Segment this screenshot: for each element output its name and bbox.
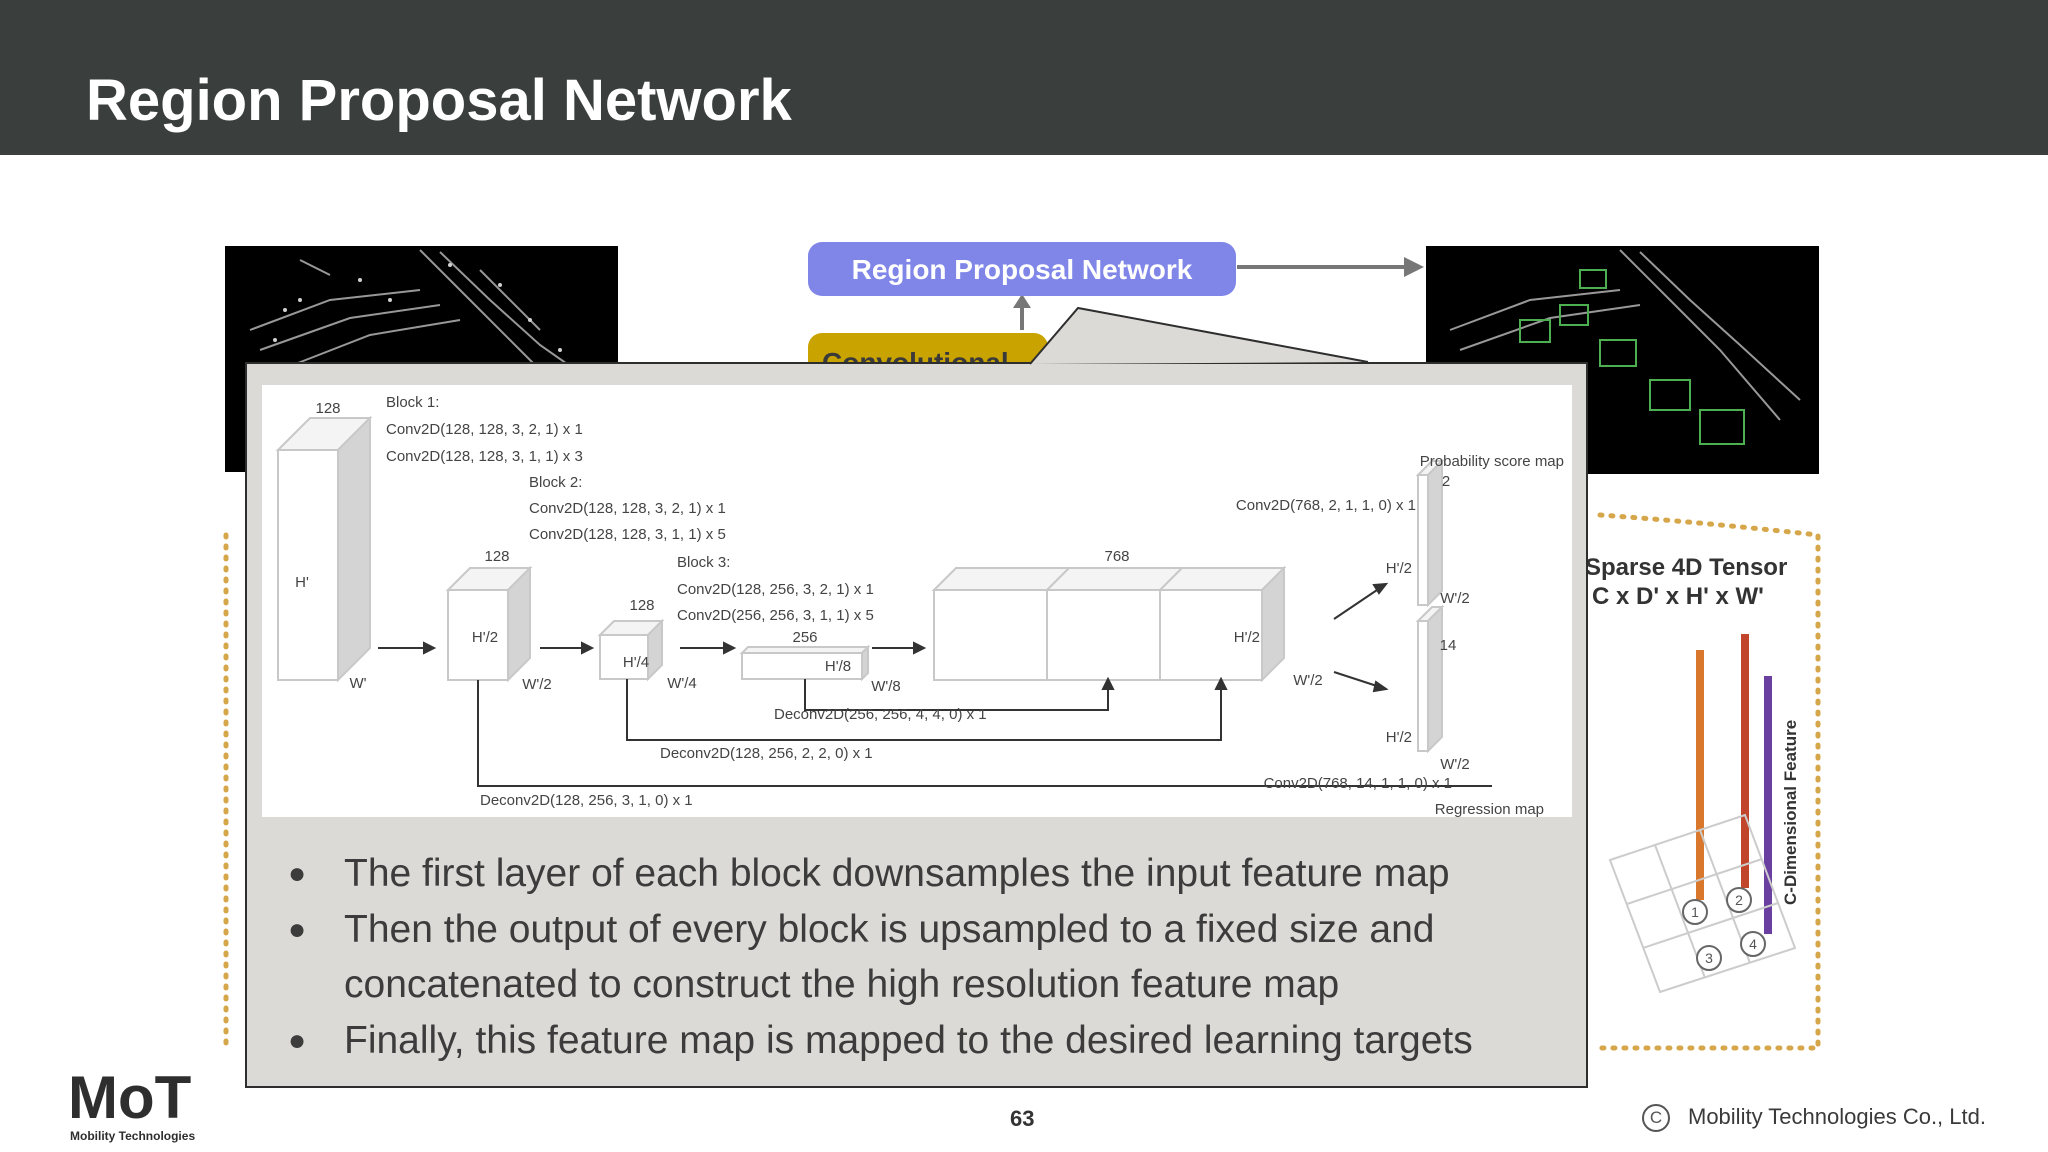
input-width-label: W' [349, 675, 366, 692]
bullet-2-line-1: Then the output of every block is upsamp… [344, 907, 1435, 951]
feature-bars [1696, 634, 1772, 934]
rpn-output-arrow [1237, 257, 1424, 277]
prob-map-channels: 2 [1442, 473, 1450, 490]
grid-markers: 1 2 3 4 [1682, 887, 1766, 971]
rpn-architecture-diagram: Block 1: Conv2D(128, 128, 3, 2, 1) x 1 C… [262, 385, 1572, 817]
prob-map-height: H'/2 [1386, 560, 1412, 577]
block1-output-volume [445, 565, 533, 683]
logo-subtext: Mobility Technologies [70, 1129, 195, 1143]
input-volume [275, 415, 373, 683]
grid-marker-4: 4 [1749, 936, 1757, 952]
block2-title: Block 2: [529, 474, 582, 491]
rpn-box [808, 242, 1236, 296]
vol3-height-label: H'/8 [825, 658, 851, 675]
vol3-channels-label: 256 [792, 629, 817, 646]
regression-map-volume [1415, 604, 1445, 754]
block2-output-volume [597, 618, 665, 682]
bullet-1-line-1: The first layer of each block downsample… [344, 852, 1450, 895]
tensor-title: Sparse 4D Tensor [1585, 554, 1787, 581]
slide-header: Region Proposal Network [0, 0, 2048, 155]
vol1-height-label: H'/2 [472, 629, 498, 646]
block3-op-1: Conv2D(128, 256, 3, 2, 1) x 1 [677, 581, 874, 598]
bullet-2-line-2: concatenated to construct the high resol… [344, 963, 1340, 1006]
dotted-region-border [223, 512, 1821, 1051]
probability-score-map-volume [1415, 458, 1445, 608]
bullet-dot: ● [288, 857, 307, 890]
concat-channels-label: 768 [1104, 548, 1129, 565]
bullet-dot: ● [288, 912, 307, 946]
vol2-width-label: W'/4 [667, 675, 697, 692]
slide-title: Region Proposal Network [86, 68, 792, 133]
vol2-height-label: H'/4 [623, 654, 649, 671]
reg-map-channels: 14 [1440, 637, 1457, 654]
deconv-skip-connections [477, 676, 1492, 787]
block2-op-2: Conv2D(128, 128, 3, 1, 1) x 5 [529, 526, 726, 543]
concat-width-label: W'/2 [1293, 672, 1323, 689]
page-number: 63 [1010, 1106, 1035, 1131]
tensor-dims: C x D' x H' x W' [1592, 583, 1764, 610]
reg-map-height: H'/2 [1386, 729, 1412, 746]
vol1-width-label: W'/2 [522, 676, 552, 693]
deconv-label-3: Deconv2D(128, 256, 3, 1, 0) x 1 [480, 792, 693, 809]
forward-arrows [378, 582, 1389, 693]
vol3-width-label: W'/8 [871, 678, 901, 695]
block3-op-2: Conv2D(256, 256, 3, 1, 1) x 5 [677, 607, 874, 624]
block1-title: Block 1: [386, 394, 439, 411]
deconv-label-1: Deconv2D(256, 256, 4, 4, 0) x 1 [774, 706, 987, 723]
grid-marker-3: 3 [1705, 950, 1713, 966]
block1-op-1: Conv2D(128, 128, 3, 2, 1) x 1 [386, 421, 583, 438]
reg-map-conv: Conv2D(768, 14, 1, 1, 0) x 1 [1264, 775, 1452, 792]
company-logo: MoT Mobility Technologies [68, 1064, 195, 1143]
prob-map-title: Probability score map [1420, 453, 1564, 470]
reg-map-title: Regression map [1435, 801, 1544, 817]
bullet-item-1: ● The first layer of each block downsamp… [272, 846, 1572, 902]
prob-map-width: W'/2 [1440, 590, 1470, 607]
copyright-icon: C [1642, 1104, 1670, 1133]
input-height-label: H' [295, 574, 309, 591]
feature-axis-label: C-Dimensional Feature [1781, 720, 1800, 905]
vol1-channels-label: 128 [484, 548, 509, 565]
prob-map-conv: Conv2D(768, 2, 1, 1, 0) x 1 [1236, 497, 1416, 514]
bullet-dot: ● [288, 1023, 307, 1057]
concatenated-feature-map [931, 565, 1287, 683]
logo-mark: MoT [68, 1064, 191, 1131]
block1-op-2: Conv2D(128, 128, 3, 1, 1) x 3 [386, 448, 583, 465]
grid-marker-2: 2 [1735, 892, 1743, 908]
grid-marker-1: 1 [1691, 904, 1699, 920]
bullet-item-2: ● Then the output of every block is upsa… [272, 902, 1572, 1013]
block3-output-volume [739, 644, 871, 682]
reg-map-width: W'/2 [1440, 756, 1470, 773]
vol2-channels-label: 128 [629, 597, 654, 614]
concat-height-label: H'/2 [1234, 629, 1260, 646]
bullet-item-3: ● Finally, this feature map is mapped to… [272, 1013, 1572, 1069]
conv-to-rpn-arrow [1013, 294, 1031, 330]
bullet-list: ● The first layer of each block downsamp… [272, 846, 1572, 1068]
deconv-label-2: Deconv2D(128, 256, 2, 2, 0) x 1 [660, 745, 873, 762]
bullet-3-line-1: Finally, this feature map is mapped to t… [344, 1018, 1473, 1062]
copyright-text: Mobility Technologies Co., Ltd. [1688, 1104, 1986, 1129]
block3-title: Block 3: [677, 554, 730, 571]
rpn-box-label: Region Proposal Network [852, 254, 1193, 285]
input-channels-label: 128 [315, 400, 340, 417]
copyright: C Mobility Technologies Co., Ltd. [1642, 1104, 1986, 1133]
block2-op-1: Conv2D(128, 128, 3, 2, 1) x 1 [529, 500, 726, 517]
